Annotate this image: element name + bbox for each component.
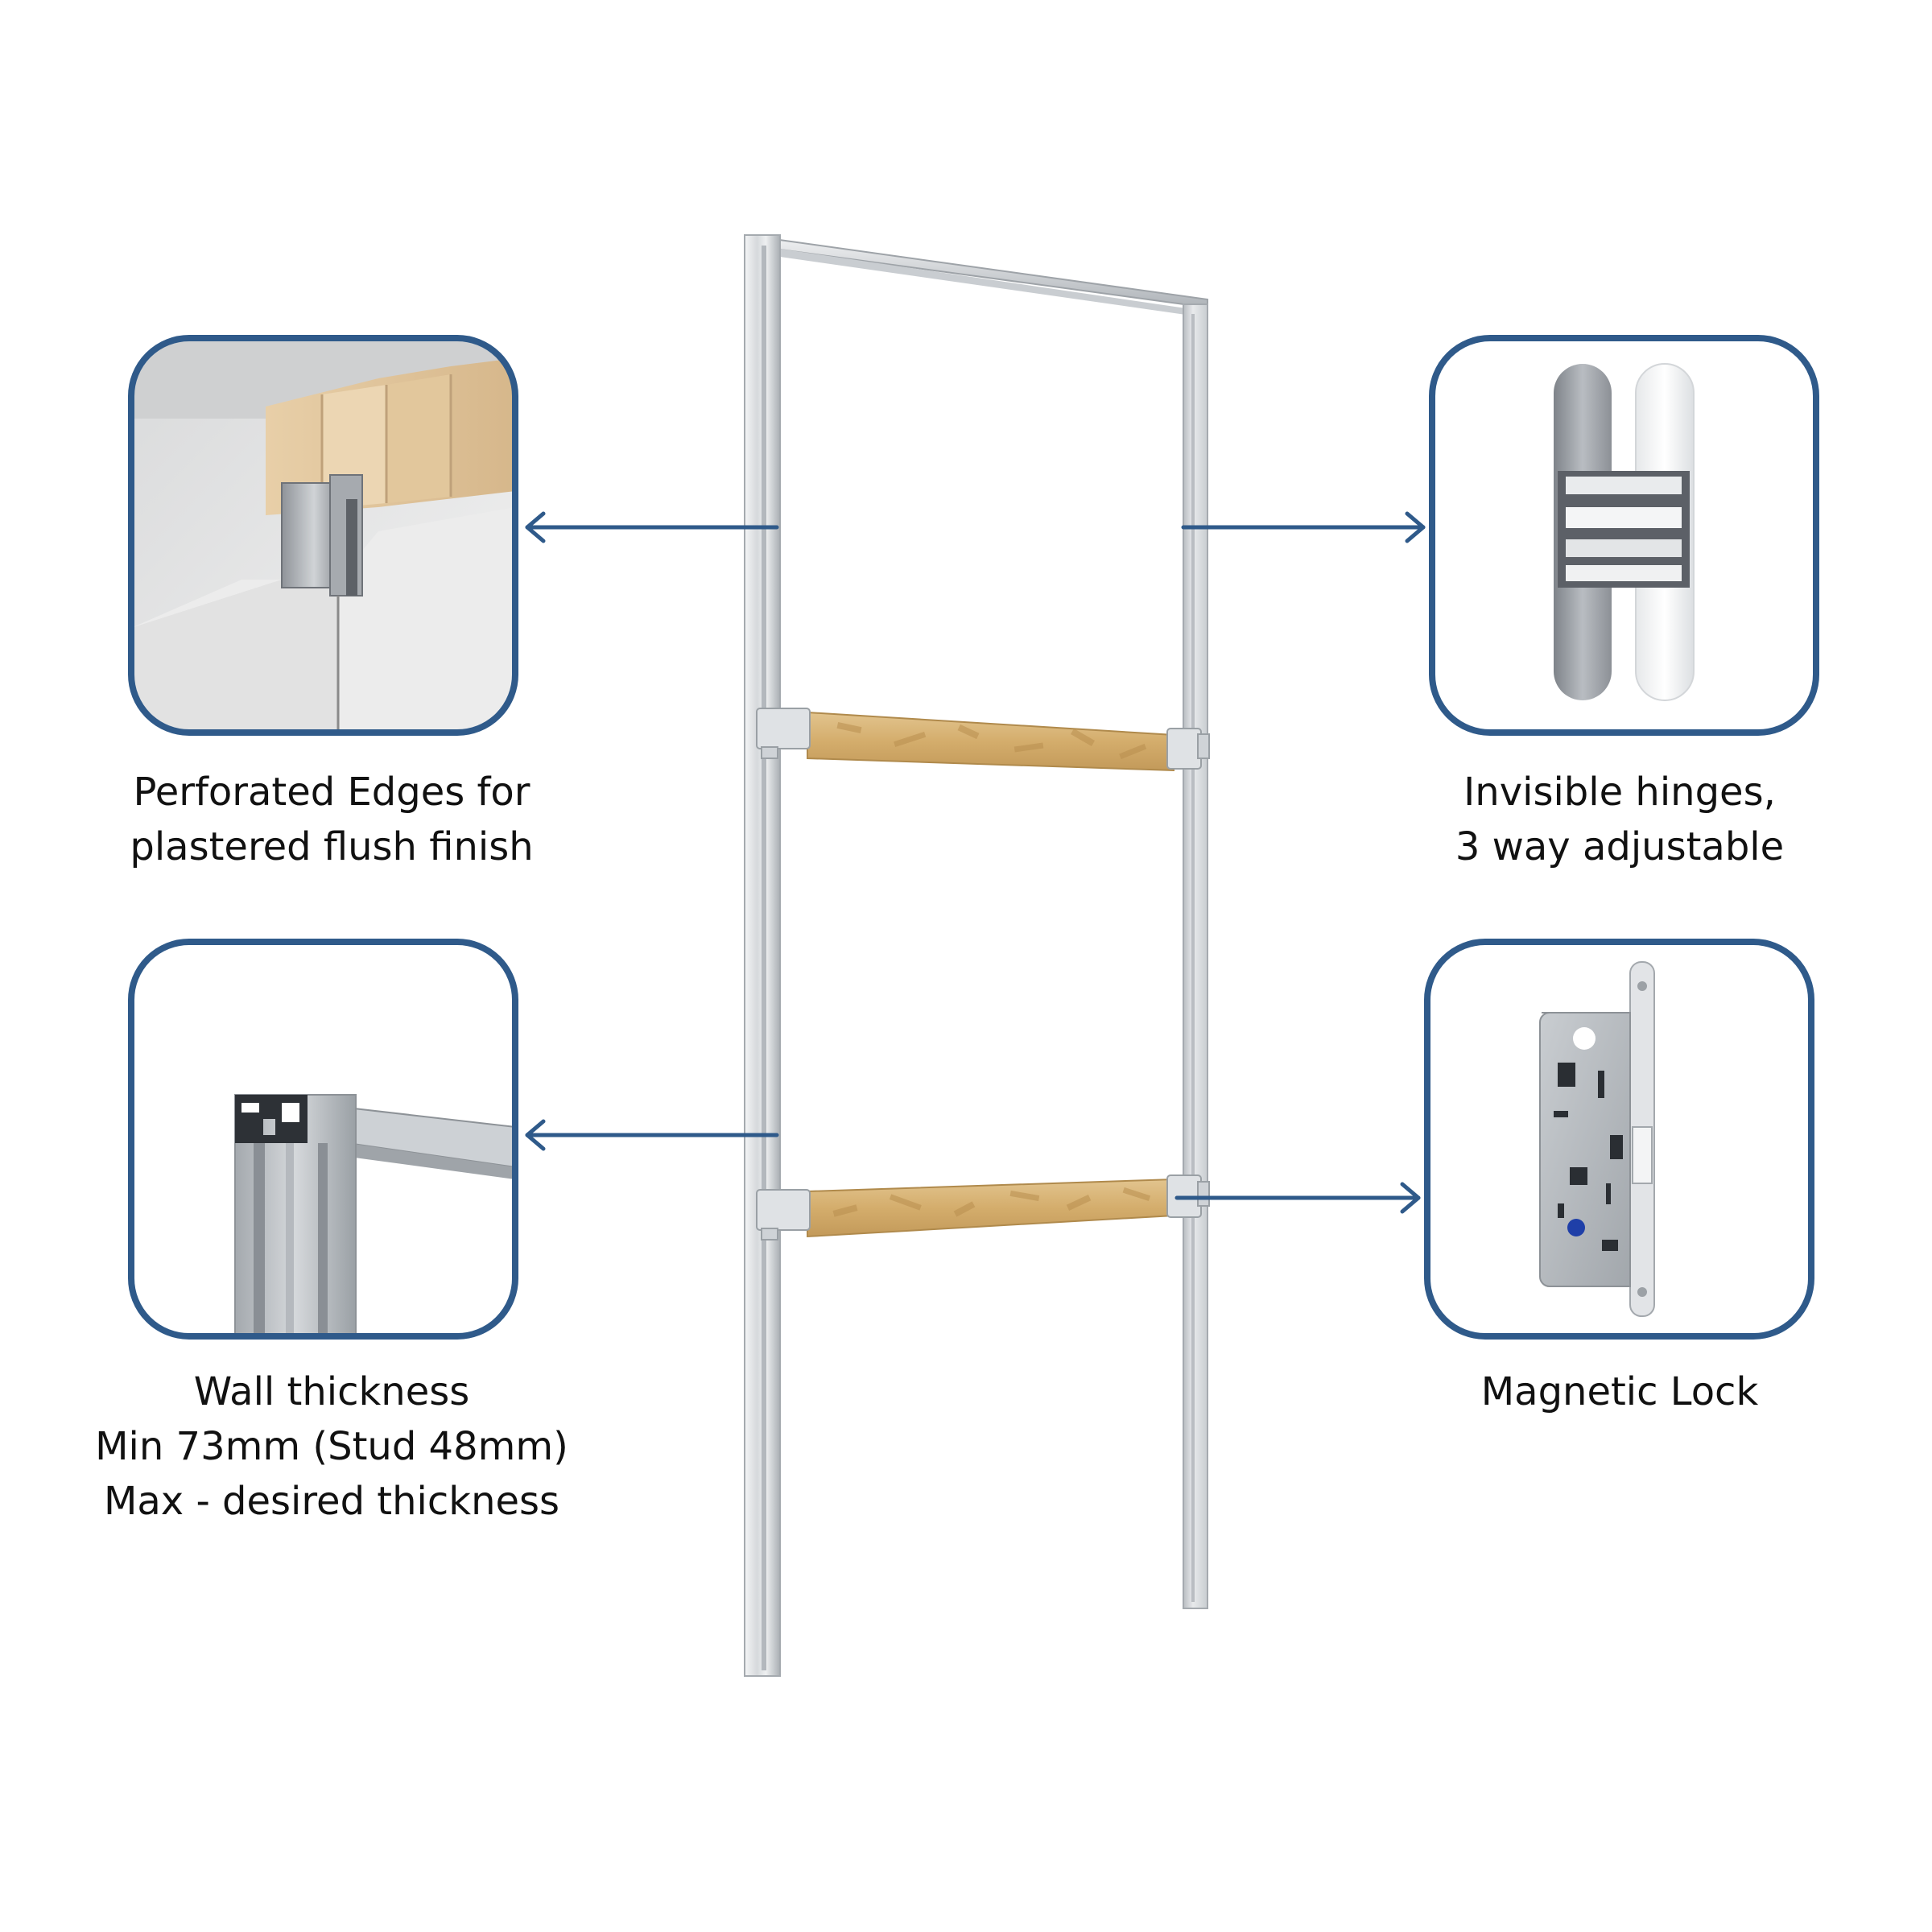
arrow-icon	[525, 511, 779, 543]
feature-image-mortise-lock	[1424, 939, 1814, 1340]
caption-line: Perforated Edges for	[133, 770, 530, 815]
upper-osb-spreader	[807, 711, 1174, 772]
caption-magnetic-lock: Magnetic Lock	[1346, 1364, 1893, 1419]
caption-invisible-hinges: Invisible hinges, 3 way adjustable	[1346, 765, 1893, 874]
right-jamb	[1183, 303, 1208, 1609]
door-frame	[744, 233, 1210, 1677]
arrow-icon	[1174, 1182, 1421, 1214]
caption-line: Min 73mm (Stud 48mm)	[95, 1424, 568, 1469]
frame-head-lip	[763, 246, 1191, 316]
arrow-icon	[525, 1119, 779, 1151]
feature-image-frame-profile-corner	[128, 939, 518, 1340]
caption-line: plastered flush finish	[130, 824, 534, 869]
caption-line: Magnetic Lock	[1480, 1369, 1759, 1414]
osb-texture-upper	[836, 721, 1147, 760]
connector-arrows	[525, 511, 1426, 1214]
upper-left-bracket	[756, 708, 811, 759]
right-jamb-groove	[1191, 314, 1195, 1602]
osb-texture-lower	[832, 1187, 1151, 1217]
upper-right-bracket	[1166, 728, 1210, 770]
caption-line: 3 way adjustable	[1455, 824, 1785, 869]
frame-head	[744, 233, 1208, 309]
feature-image-concealed-hinge	[1429, 335, 1819, 736]
caption-line: Max - desired thickness	[103, 1479, 560, 1524]
lower-left-bracket	[756, 1189, 811, 1241]
caption-wall-thickness: Wall thickness Min 73mm (Stud 48mm) Max …	[58, 1364, 605, 1529]
caption-line: Wall thickness	[193, 1369, 470, 1414]
left-jamb-groove	[762, 246, 766, 1670]
feature-image-perforated-edge-detail	[128, 335, 518, 736]
lower-osb-spreader	[807, 1178, 1174, 1238]
caption-line: Invisible hinges,	[1463, 770, 1776, 815]
arrow-icon	[1181, 511, 1426, 543]
caption-perforated-edges: Perforated Edges for plastered flush fin…	[58, 765, 605, 874]
